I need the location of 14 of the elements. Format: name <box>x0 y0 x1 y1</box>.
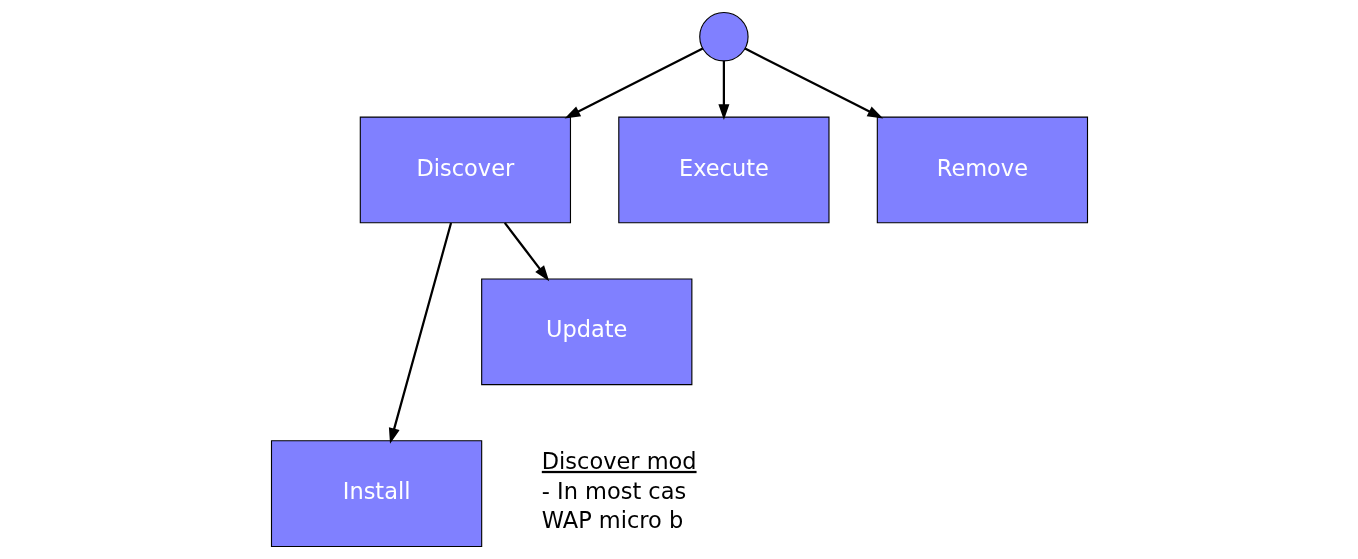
label: WAP micro b <box>541 507 683 534</box>
arrow <box>503 222 549 282</box>
node-box: Install <box>270 440 482 547</box>
node-box: Update <box>480 278 692 386</box>
node-box: Discover <box>359 116 571 224</box>
arrow <box>744 47 883 119</box>
node-circle <box>698 12 749 62</box>
arrow <box>717 60 729 120</box>
label: Discover mod <box>541 447 697 474</box>
label: - In most cas <box>541 478 686 505</box>
arrow <box>388 222 452 444</box>
node-box: Execute <box>617 116 830 224</box>
node-box: Remove <box>876 116 1088 224</box>
arrow <box>564 47 703 119</box>
